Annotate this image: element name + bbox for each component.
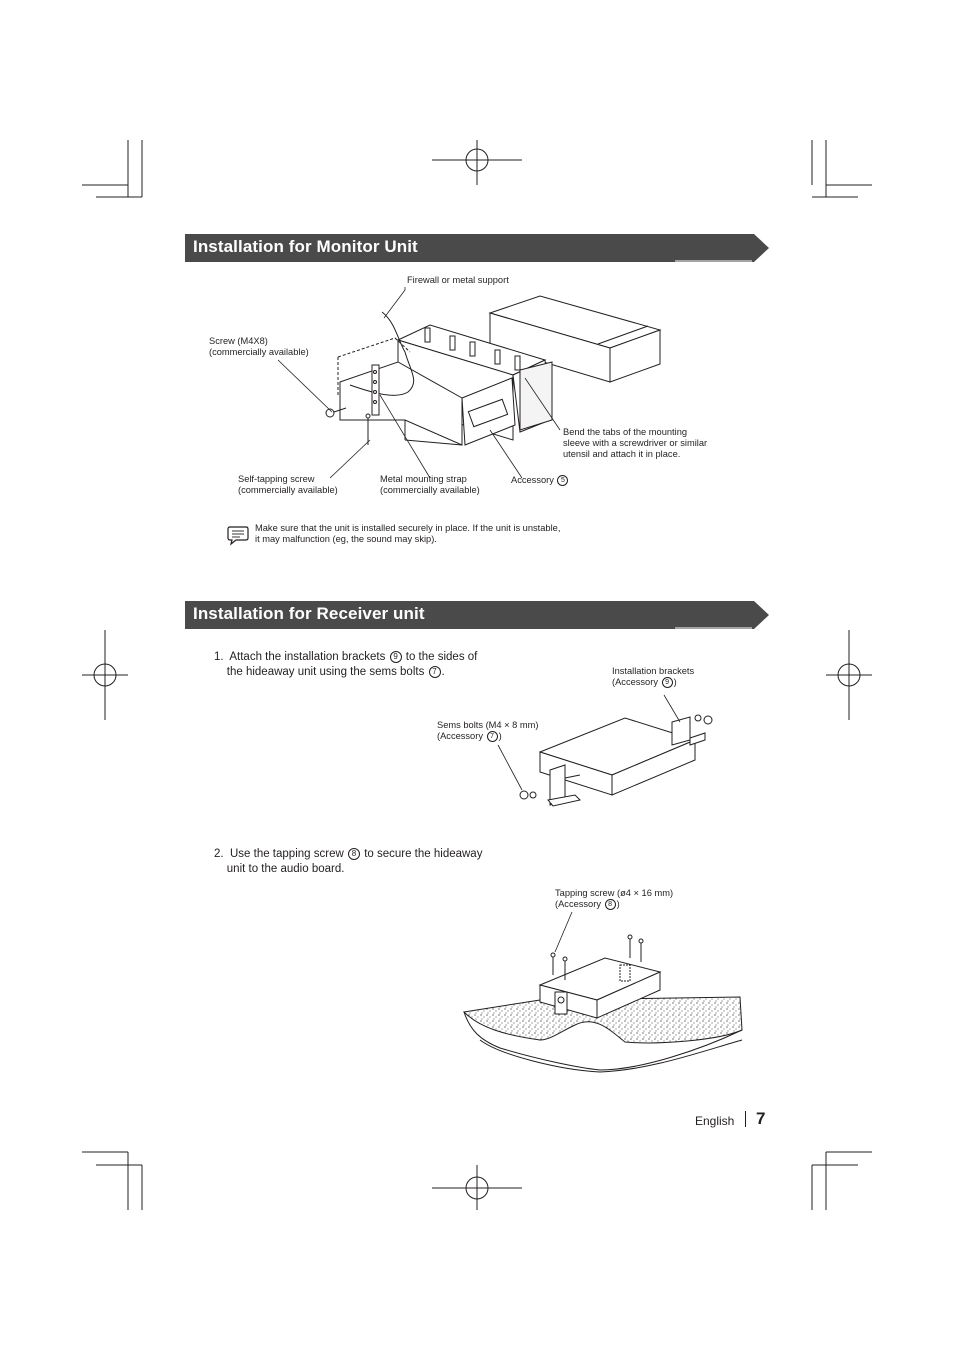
note-icon [227, 526, 249, 546]
note-line2: it may malfunction (eg, the sound may sk… [255, 534, 437, 544]
label-tapping-line1: Tapping screw (ø4 × 16 mm) [555, 888, 674, 898]
banner-shape [185, 601, 769, 629]
footer-language: English [695, 1114, 735, 1128]
label-strap-line1: Metal mounting strap [380, 474, 467, 484]
label-self-tapping-screw: Self-tapping screw (commercially availab… [238, 474, 338, 496]
step-2-line1-b: to secure the hideaway [364, 848, 483, 860]
step-1-line2-a: the hideaway unit using the sems bolts [226, 666, 425, 678]
label-bend-line3: utensil and attach it in place. [563, 449, 681, 459]
label-selftap-line2: (commercially available) [238, 485, 338, 495]
circled-number: 7 [486, 731, 498, 742]
close-paren: ) [616, 899, 620, 909]
label-screw-line2: (commercially available) [209, 347, 309, 357]
step-2-line2: unit to the audio board. [226, 863, 345, 875]
close-paren: ) [673, 677, 677, 687]
banner-shape [185, 234, 769, 262]
circled-number: 9 [661, 677, 673, 688]
circled-number: 7 [428, 666, 441, 678]
label-tapping-screw: Tapping screw (ø4 × 16 mm) (Accessory 8) [555, 888, 673, 910]
note-line1: Make sure that the unit is installed sec… [255, 523, 561, 533]
label-sems-line2: (Accessory [437, 731, 483, 741]
label-bend-line1: Bend the tabs of the mounting [563, 427, 688, 437]
label-brackets-line2: (Accessory [612, 677, 658, 687]
label-tapping-line2: (Accessory [555, 899, 601, 909]
step-1-line1-a: Attach the installation brackets [229, 651, 386, 663]
circled-number: 5 [557, 475, 569, 486]
step-2-line1-a: Use the tapping screw [229, 848, 344, 860]
section-banner-receiver: Installation for Receiver unit [185, 601, 769, 629]
label-selftap-line1: Self-tapping screw [238, 474, 315, 484]
section-title-monitor: Installation for Monitor Unit [193, 237, 418, 256]
step-number: 1. [214, 651, 224, 663]
label-accessory-text: Accessory [511, 475, 554, 485]
label-installation-brackets: Installation brackets (Accessory 9) [612, 666, 694, 688]
label-screw-line1: Screw (M4X8) [209, 336, 268, 346]
section-banner-monitor: Installation for Monitor Unit [185, 234, 769, 262]
label-bend-line2: sleeve with a screwdriver or similar [563, 438, 708, 448]
close-paren: ) [498, 731, 502, 741]
step-1-text: 1. Attach the installation brackets 9 to… [214, 650, 477, 680]
step-1-line2-b: . [441, 666, 445, 678]
circled-number: 8 [347, 848, 360, 860]
label-screw-m4x8: Screw (M4X8) (commercially available) [209, 336, 309, 358]
section-title-receiver: Installation for Receiver unit [193, 604, 425, 623]
label-firewall: Firewall or metal support [407, 275, 509, 285]
circled-number: 8 [604, 899, 616, 910]
label-brackets-line1: Installation brackets [612, 666, 695, 676]
footer-separator [745, 1111, 746, 1127]
label-bend-tabs: Bend the tabs of the mounting sleeve wit… [563, 427, 707, 460]
page-number: 7 [756, 1109, 766, 1128]
label-accessory-5: Accessory 5 [511, 475, 569, 486]
step-1-line1-b: to the sides of [405, 651, 478, 663]
label-sems-line1: Sems bolts (M4 × 8 mm) [437, 720, 539, 730]
note-text: Make sure that the unit is installed sec… [255, 523, 560, 545]
label-metal-strap: Metal mounting strap (commercially avail… [380, 474, 480, 496]
step-number: 2. [214, 848, 224, 860]
label-strap-line2: (commercially available) [380, 485, 480, 495]
circled-number: 9 [389, 651, 402, 663]
step-2-text: 2. Use the tapping screw 8 to secure the… [214, 847, 482, 877]
label-sems-bolts: Sems bolts (M4 × 8 mm) (Accessory 7) [437, 720, 539, 742]
